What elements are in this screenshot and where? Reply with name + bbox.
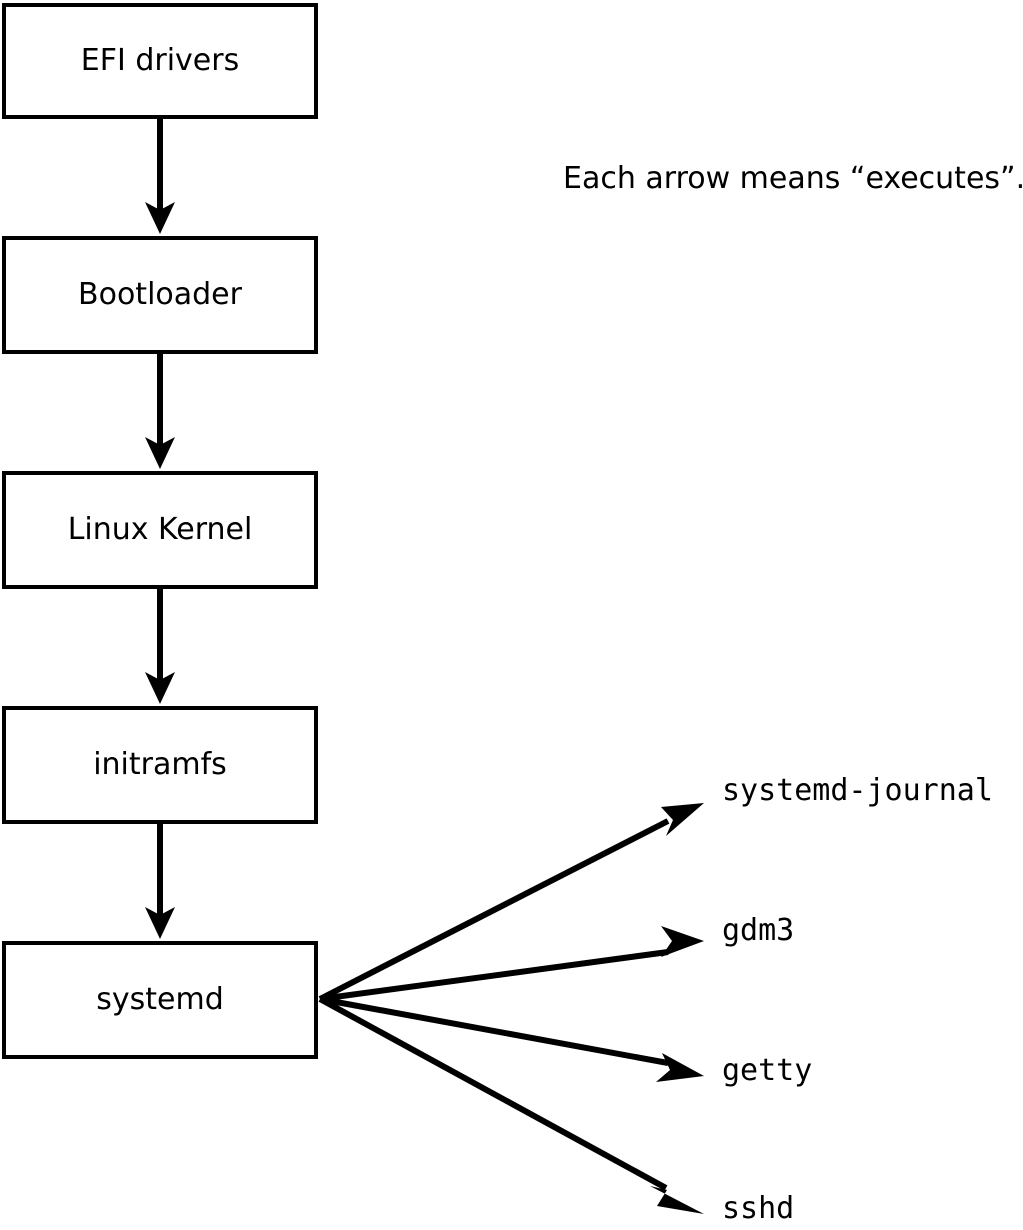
chain-arrow-kernel-to-initramfs [145, 589, 175, 704]
node-label-efi-drivers: EFI drivers [80, 43, 240, 78]
fan-arrow-getty [319, 996, 704, 1082]
node-linux-kernel[interactable]: Linux Kernel [2, 471, 318, 589]
fan-arrow-systemd-journal [318, 803, 704, 1002]
node-label-linux-kernel: Linux Kernel [67, 512, 253, 547]
chain-arrow-bootloader-to-kernel [145, 354, 175, 469]
chain-arrow-efi-to-bootloader [145, 119, 175, 234]
node-label-bootloader: Bootloader [78, 277, 242, 312]
node-systemd[interactable]: systemd [2, 941, 318, 1059]
service-label-gdm3: gdm3 [722, 913, 795, 948]
service-label-sshd: sshd [722, 1191, 795, 1226]
node-efi-drivers[interactable]: EFI drivers [2, 3, 318, 119]
service-label-getty: getty [722, 1053, 813, 1088]
node-label-systemd: systemd [96, 982, 224, 1017]
node-bootloader[interactable]: Bootloader [2, 236, 318, 354]
fan-arrow-sshd [318, 996, 704, 1214]
node-label-initramfs: initramfs [93, 747, 227, 782]
service-label-systemd-journal: systemd-journal [722, 773, 993, 808]
node-initramfs[interactable]: initramfs [2, 706, 318, 824]
fan-arrow-gdm3 [319, 926, 704, 1002]
chain-arrow-initramfs-to-systemd [145, 824, 175, 939]
diagram-caption: Each arrow means “executes”. [563, 161, 1023, 196]
